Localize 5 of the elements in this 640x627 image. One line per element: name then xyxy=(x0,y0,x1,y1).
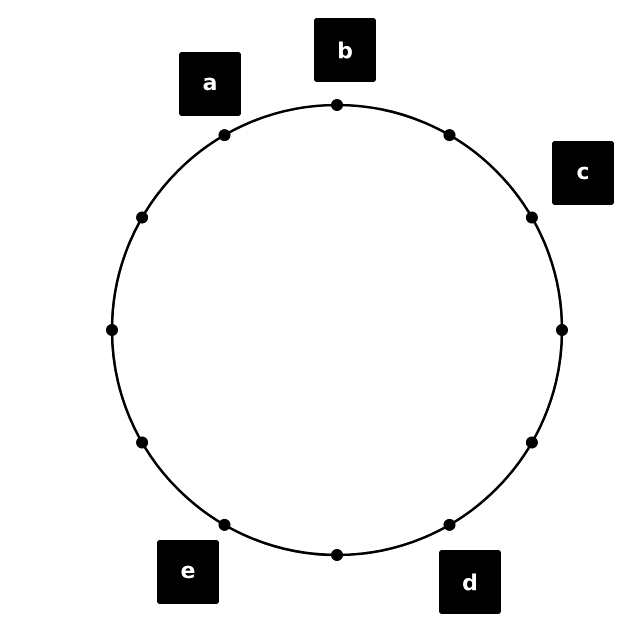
label-box: d xyxy=(439,550,501,614)
label-box: a xyxy=(179,52,241,116)
label-box: b xyxy=(314,18,376,82)
label-box: c xyxy=(552,141,614,205)
label-box: e xyxy=(157,540,219,604)
